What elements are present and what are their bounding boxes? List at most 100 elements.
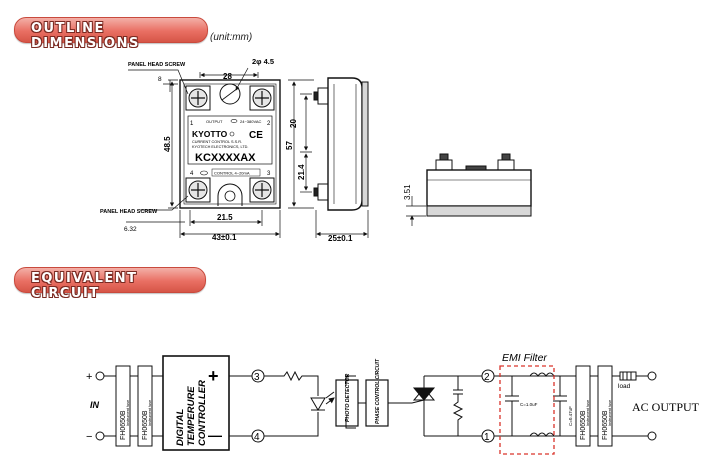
terminal-3-cross (255, 183, 269, 197)
output-capacitor (553, 376, 567, 436)
output-range-label: 24~380VAC (240, 119, 261, 124)
ce-mark: CE (249, 130, 263, 141)
emi-capacitor (505, 376, 519, 436)
company-line-1: CURRENT CONTROL S.S.R. (192, 140, 242, 144)
node-4-label: 4 (254, 432, 260, 443)
load-box (619, 371, 637, 381)
front-dimensions (126, 67, 281, 238)
input-fuse-1-desc: Instrument fuse (126, 400, 130, 426)
load-label: load (618, 383, 631, 390)
fuse-links (130, 375, 163, 437)
terminal-1-cross (191, 91, 205, 105)
node-1-label: 1 (484, 432, 490, 443)
end-center-nub (465, 165, 487, 171)
dim-28-ext (199, 72, 259, 78)
dim-3-51-label: 3.51 (403, 184, 412, 200)
side-screw-top-cap (313, 91, 319, 101)
mount-hole-top-slash (221, 87, 239, 101)
dim-25-label: 25±0.1 (328, 234, 353, 243)
dim-6-32-label: 6.32 (124, 226, 137, 233)
terminal-2-cross (255, 91, 269, 105)
end-screw-right (497, 159, 515, 171)
dim-43-label: 43±0.1 (212, 233, 237, 242)
controller-line-2: TEMPERURE (186, 386, 197, 446)
output-cap-label: C=0.47uF (568, 406, 573, 426)
node-4-return (264, 412, 319, 437)
emi-inductor-top (529, 372, 555, 377)
controller-minus: — (208, 427, 222, 443)
input-in-label: IN (90, 400, 100, 410)
snubber-rc (452, 376, 464, 436)
controller-plus: + (208, 366, 219, 386)
mount-hole-bottom (217, 183, 243, 206)
input-fuse-2-model: FH0650B (142, 410, 149, 440)
dim-21-5-ext (189, 210, 263, 226)
triac-gate (411, 399, 425, 404)
input-wiring (95, 365, 163, 447)
term-3-label: 3 (267, 171, 271, 177)
outline-dimensions-title: OUTLINE DIMENSIONS (31, 21, 140, 51)
panel-screw-top-label: PANEL HEAD SCREW (128, 62, 186, 68)
side-dimensions (288, 79, 369, 238)
ac-output-terminal-1 (647, 371, 657, 381)
term-2-label: 2 (267, 121, 271, 127)
term-1-label: 1 (190, 121, 194, 127)
controller-out-leads (229, 375, 252, 437)
front-label-area (187, 115, 273, 165)
mount-hole-bottom-inner (224, 190, 236, 202)
terminal-4-frame (185, 177, 211, 203)
emi-filter-label: EMI Filter (502, 352, 547, 364)
input-minus-terminal (95, 431, 105, 441)
hole-leader (235, 67, 249, 91)
load-hatch (622, 372, 632, 380)
output-fuse-leads (590, 375, 648, 437)
dim-3-51-ext (406, 205, 426, 217)
output-fuse-2 (597, 365, 613, 447)
output-fuse-2-desc: Instrument fuse (608, 400, 612, 426)
dim-21-4-label: 21.4 (297, 164, 306, 180)
output-fuse-1-desc: Instrument fuse (586, 400, 590, 426)
side-body-lines (333, 84, 357, 204)
front-body (179, 79, 281, 209)
temperature-controller-block (162, 355, 230, 451)
dim-20-ext (300, 93, 312, 153)
end-dimensions (406, 196, 426, 226)
screw-bottom-leader (140, 195, 189, 211)
side-view (313, 77, 369, 211)
output-fuse-1 (575, 365, 591, 447)
hole-dim-label: 2φ 4.5 (252, 57, 274, 66)
side-screw-bottom-cap (313, 187, 319, 197)
dim-25-ext (315, 210, 369, 238)
emi-filter-box (499, 365, 555, 455)
input-minus-sign: − (86, 431, 92, 443)
input-fuse-1 (115, 365, 131, 447)
emi-cap-label: C=1.0uF (520, 402, 538, 407)
equivalent-circuit-title: EQUIVALENT CIRCUIT (31, 271, 138, 301)
control-label: CONTROL 4~20mA (214, 171, 250, 176)
end-screw-right-head (501, 153, 511, 161)
dim-43-ext (179, 210, 281, 238)
side-screw-bottom (317, 183, 329, 201)
terminal-3-frame (249, 177, 275, 203)
input-fuse-1-model: FH0650B (120, 410, 127, 440)
input-fuse-2 (137, 365, 153, 447)
dim-57-label: 57 (285, 141, 294, 150)
led-symbol (310, 397, 326, 411)
triac-upper (412, 387, 436, 401)
dim-48-5-label: 48.5 (163, 136, 172, 152)
node-2-label: 2 (484, 372, 490, 383)
registered-mark (229, 131, 235, 137)
output-fuse-1-model: FH0650B (580, 410, 587, 440)
dim-28-label: 28 (223, 72, 232, 81)
phase-control-label: PHASE CONTROL CIRCUIT (375, 358, 381, 424)
output-wiring (388, 365, 657, 447)
output-bus (424, 375, 482, 437)
node-3-label: 3 (254, 372, 260, 383)
dim-8-label: 8 (158, 76, 162, 83)
input-plus-sign: + (86, 371, 92, 383)
side-body (327, 77, 363, 211)
controller-line-1: DIGITAL (175, 409, 186, 446)
screw-top-leader (128, 69, 189, 95)
control-box (211, 168, 261, 177)
